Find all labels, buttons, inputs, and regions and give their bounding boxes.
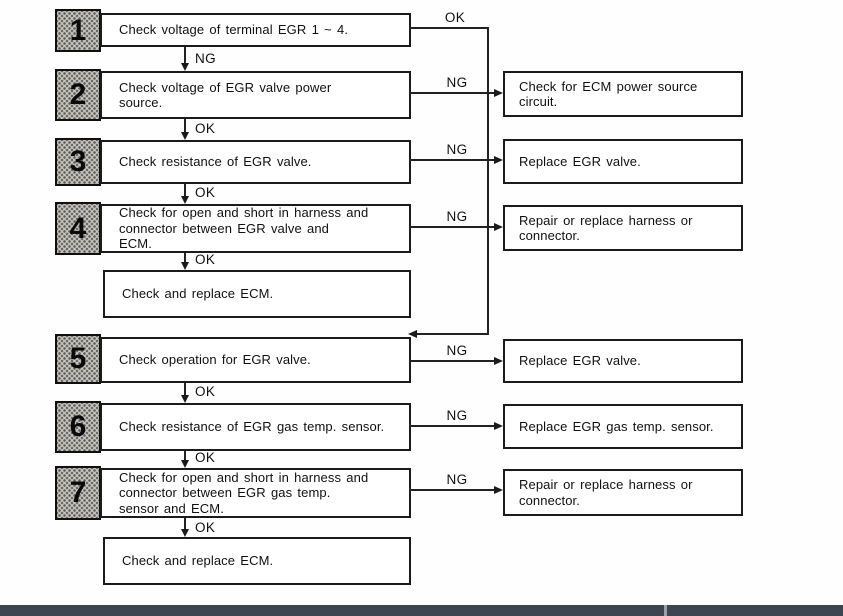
arrow-down-icon xyxy=(181,63,189,71)
arrow-down-icon xyxy=(181,395,189,403)
connector-4-ecm-label: OK xyxy=(195,252,216,267)
step-3-text: Check resistance of EGR valve. xyxy=(119,154,312,170)
result-replace-gas-temp-sensor-text: Replace EGR gas temp. sensor. xyxy=(519,418,714,434)
connector-5-6-label: OK xyxy=(195,384,216,399)
result-ecm-power-box: Check for ECM power source circuit. xyxy=(503,71,743,117)
result-replace-egr-valve-text-1: Replace EGR valve. xyxy=(519,153,641,169)
step-1-ok-line-vertical xyxy=(487,27,489,335)
terminal-ecm-text-1: Check and replace ECM. xyxy=(122,286,274,302)
step-7-text: Check for open and short in harness and … xyxy=(119,469,369,516)
step-5-number-box: 5 xyxy=(55,334,101,384)
connector-1-2-line xyxy=(184,47,186,63)
step-6-box: Check resistance of EGR gas temp. sensor… xyxy=(100,403,411,451)
step-7-number-box: 7 xyxy=(55,466,101,520)
connector-1-2-label: NG xyxy=(195,51,217,66)
connector-2-3-label: OK xyxy=(195,121,216,136)
step-2-ng-line xyxy=(409,92,495,94)
connector-5-6-line xyxy=(184,383,186,396)
arrow-down-icon xyxy=(181,460,189,468)
step-5-number: 5 xyxy=(69,342,87,375)
arrow-right-icon xyxy=(494,486,503,494)
step-3-number: 3 xyxy=(69,145,87,178)
step-7-number: 7 xyxy=(69,476,87,509)
step-4-ng-label: NG xyxy=(446,209,468,224)
step-1-text: Check voltage of terminal EGR 1 ~ 4. xyxy=(119,22,349,38)
step-3-number-box: 3 xyxy=(55,138,101,186)
step-3-ng-line xyxy=(409,159,495,161)
step-5-box: Check operation for EGR valve. xyxy=(100,337,411,383)
step-2-box: Check voltage of EGR valve power source. xyxy=(100,71,411,119)
connector-2-3-line xyxy=(184,119,186,133)
step-5-ng-label: NG xyxy=(446,343,468,358)
step-6-number-box: 6 xyxy=(55,401,101,453)
result-repair-harness-box-1: Repair or replace harness or connector. xyxy=(503,205,743,251)
step-2-text: Check voltage of EGR valve power source. xyxy=(119,79,332,111)
connector-7-ecm-label: OK xyxy=(195,520,216,535)
step-1-ok-line-return xyxy=(414,333,489,335)
step-6-number: 6 xyxy=(69,410,87,443)
step-6-text: Check resistance of EGR gas temp. sensor… xyxy=(119,419,385,435)
arrow-right-icon xyxy=(494,223,503,231)
step-1-number-box: 1 xyxy=(55,9,101,52)
step-7-box: Check for open and short in harness and … xyxy=(100,468,411,518)
step-7-ng-label: NG xyxy=(446,472,468,487)
step-2-number-box: 2 xyxy=(55,69,101,121)
arrow-right-icon xyxy=(494,422,503,430)
step-7-ng-line xyxy=(409,489,495,491)
connector-4-ecm-line xyxy=(184,253,186,263)
step-5-ng-line xyxy=(409,360,495,362)
arrow-right-icon xyxy=(494,156,503,164)
arrow-down-icon xyxy=(181,132,189,140)
footer-divider xyxy=(664,605,667,616)
step-4-number: 4 xyxy=(69,211,87,245)
connector-6-7-line xyxy=(184,451,186,461)
result-repair-harness-text-1: Repair or replace harness or connector. xyxy=(519,212,693,244)
step-3-box: Check resistance of EGR valve. xyxy=(100,140,411,184)
result-ecm-power-text: Check for ECM power source circuit. xyxy=(519,78,698,110)
step-4-box: Check for open and short in harness and … xyxy=(100,204,411,253)
step-4-number-box: 4 xyxy=(55,202,101,255)
connector-7-ecm-line xyxy=(184,518,186,530)
step-1-number: 1 xyxy=(69,13,87,47)
result-repair-harness-text-2: Repair or replace harness or connector. xyxy=(519,477,693,508)
arrow-down-icon xyxy=(181,196,189,204)
step-4-text: Check for open and short in harness and … xyxy=(119,205,369,252)
terminal-ecm-text-2: Check and replace ECM. xyxy=(122,553,274,569)
footer-bar xyxy=(0,605,843,616)
step-6-ng-line xyxy=(409,425,495,427)
step-1-ok-label: OK xyxy=(444,10,466,25)
arrow-right-icon xyxy=(494,89,503,97)
result-replace-egr-valve-box-1: Replace EGR valve. xyxy=(503,139,743,184)
step-5-text: Check operation for EGR valve. xyxy=(119,352,311,368)
step-1-ok-line-horizontal xyxy=(409,27,489,29)
result-replace-egr-valve-text-2: Replace EGR valve. xyxy=(519,353,641,369)
arrow-down-icon xyxy=(181,262,189,270)
result-replace-egr-valve-box-2: Replace EGR valve. xyxy=(503,339,743,383)
step-6-ng-label: NG xyxy=(446,408,468,423)
step-3-ng-label: NG xyxy=(446,142,468,157)
connector-3-4-label: OK xyxy=(195,185,216,200)
step-2-number: 2 xyxy=(69,78,87,111)
connector-3-4-line xyxy=(184,184,186,197)
step-1-box: Check voltage of terminal EGR 1 ~ 4. xyxy=(100,13,411,47)
arrow-down-icon xyxy=(181,529,189,537)
arrow-right-icon xyxy=(494,357,503,365)
arrow-left-icon xyxy=(408,330,417,338)
step-4-ng-line xyxy=(409,226,495,228)
result-repair-harness-box-2: Repair or replace harness or connector. xyxy=(503,469,743,516)
terminal-ecm-box-1: Check and replace ECM. xyxy=(103,270,411,318)
result-replace-gas-temp-sensor-box: Replace EGR gas temp. sensor. xyxy=(503,404,743,449)
connector-6-7-label: OK xyxy=(195,450,216,465)
step-2-ng-label: NG xyxy=(446,75,468,90)
terminal-ecm-box-2: Check and replace ECM. xyxy=(103,537,411,585)
